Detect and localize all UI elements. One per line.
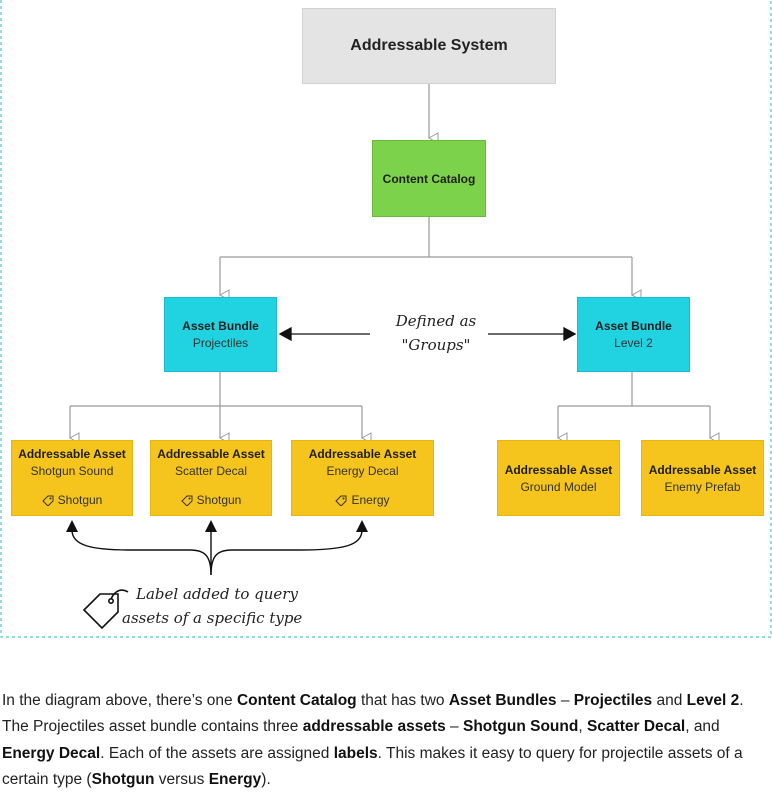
tag-icon — [82, 589, 129, 630]
label-note-line2: assets of a specific type — [122, 609, 303, 627]
caption-bold: Level 2 — [686, 691, 740, 709]
asset-name: Shotgun Sound — [30, 464, 114, 478]
asset-bundle-projectiles: Asset Bundle Projectiles — [164, 297, 277, 372]
asset-title: Addressable Asset — [308, 447, 417, 461]
label-arrowhead-scatter-decal — [205, 520, 217, 532]
bundle-name: Projectiles — [192, 336, 249, 350]
groups-note: Defined as "Groups" — [386, 309, 486, 357]
caption-text: In the diagram above, there’s one — [2, 691, 237, 709]
groups-note-line2: "Groups" — [401, 336, 471, 354]
groups-arrowhead-right — [563, 326, 577, 342]
groups-arrowhead-left — [278, 326, 292, 342]
label-arrowhead-shotgun-sound — [66, 520, 78, 532]
caption-text: – — [556, 691, 574, 709]
label-note-line1: Label added to query — [136, 585, 298, 603]
asset-title: Addressable Asset — [157, 447, 265, 461]
tag-icon — [335, 495, 347, 506]
addressable-system-title: Addressable System — [350, 37, 508, 54]
asset-name: Enemy Prefab — [664, 479, 741, 494]
caption-text: – — [445, 718, 463, 735]
addressables-diagram: Addressable System Content Catalog Asset… — [0, 0, 772, 638]
caption-bold: Energy Decal — [2, 744, 101, 762]
caption-text: . Each of the assets are assigned — [100, 744, 334, 762]
caption-text: that has two — [356, 691, 449, 709]
caption-text: , and — [685, 718, 720, 735]
asset-name: Ground Model — [520, 479, 597, 494]
caption-text: ). — [261, 771, 271, 788]
caption-text: versus — [154, 771, 209, 788]
groups-note-line1: Defined as — [395, 312, 477, 330]
diagram-connectors — [0, 0, 772, 638]
asset-bundle-level2: Asset Bundle Level 2 — [577, 297, 690, 372]
asset-label-text: Shotgun — [196, 493, 242, 507]
asset-title: Addressable Asset — [18, 447, 126, 461]
caption-text: . The Projectiles asset bundle contains … — [2, 691, 744, 736]
caption-text: and — [652, 691, 687, 709]
asset-scatter-decal: Addressable Asset Scatter Decal Shotgun — [150, 440, 272, 516]
bundle-title: Asset Bundle — [595, 319, 672, 333]
caption-bold: Content Catalog — [236, 691, 357, 709]
content-catalog-box: Content Catalog — [372, 140, 486, 217]
caption-bold: Projectiles — [573, 691, 653, 709]
asset-ground-model: Addressable Asset Ground Model — [497, 440, 620, 516]
tag-icon — [41, 495, 54, 506]
caption-text: . This makes it easy to query for projec… — [2, 744, 743, 789]
diagram-caption: In the diagram above, there’s one Conten… — [2, 688, 768, 794]
caption-bold: Scatter Decal — [586, 718, 686, 735]
addressable-system-box: Addressable System — [302, 8, 556, 84]
asset-energy-decal: Addressable Asset Energy Decal Energy — [291, 440, 434, 516]
asset-label: Shotgun — [41, 493, 103, 507]
asset-label: Energy — [335, 493, 390, 507]
caption-text: , — [578, 718, 587, 735]
asset-title: Addressable Asset — [504, 462, 613, 477]
asset-name: Energy Decal — [326, 464, 399, 478]
tag-icon — [180, 495, 193, 506]
label-note: Label added to query assets of a specifi… — [122, 582, 342, 630]
label-brace — [71, 529, 363, 576]
caption-bold: Asset Bundles — [448, 691, 557, 709]
asset-label-text: Energy — [351, 493, 390, 507]
dashed-frame — [0, 0, 772, 638]
bundle-title: Asset Bundle — [182, 319, 259, 333]
asset-label-text: Shotgun — [57, 493, 103, 507]
asset-label: Shotgun — [180, 493, 242, 507]
label-arrowhead-energy-decal — [356, 520, 368, 532]
asset-title: Addressable Asset — [648, 462, 757, 477]
caption-bold: Shotgun Sound — [462, 718, 579, 735]
asset-enemy-prefab: Addressable Asset Enemy Prefab — [641, 440, 764, 516]
bundle-name: Level 2 — [614, 336, 653, 350]
content-catalog-title: Content Catalog — [382, 171, 476, 186]
caption-bold: addressable assets — [302, 718, 446, 735]
asset-name: Scatter Decal — [174, 464, 248, 478]
caption-bold: Shotgun — [91, 771, 155, 788]
caption-bold: Energy — [208, 771, 262, 788]
caption-bold: labels — [333, 744, 378, 762]
asset-shotgun-sound: Addressable Asset Shotgun Sound Shotgun — [11, 440, 133, 516]
